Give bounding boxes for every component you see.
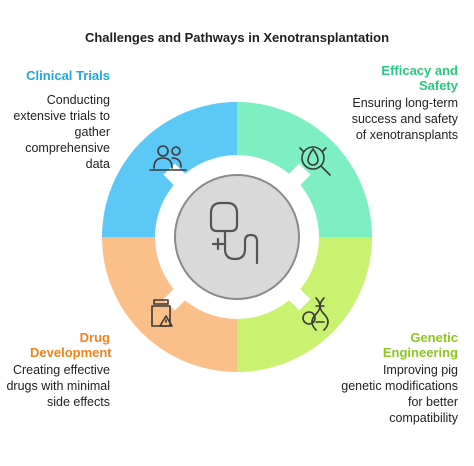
genetic-engineering-heading: Genetic Engineering [382, 330, 458, 360]
droplet-magnifier-icon [299, 146, 331, 176]
clinical-trials-description: Conducting extensive trials to gather co… [13, 93, 110, 171]
genetic-engineering-description: Improving pig genetic modifications for … [341, 363, 458, 425]
dna-lab-icon [302, 297, 329, 331]
center-circle [174, 174, 300, 300]
ring-gap [273, 273, 311, 311]
drug-development-heading: Drug Development [30, 330, 112, 360]
ring-gap [163, 163, 201, 201]
medicine-bottle-icon [151, 299, 173, 327]
clinical-trials-block: Clinical Trials Conducting extensive tri… [0, 68, 110, 172]
organ-tube-icon [209, 201, 259, 265]
genetic-engineering-block: Genetic Engineering Improving pig geneti… [340, 330, 458, 426]
people-network-icon [149, 145, 187, 171]
drug-development-description: Creating effective drugs with minimal si… [6, 363, 110, 409]
efficacy-safety-description: Ensuring long-term success and safety of… [351, 96, 458, 142]
diagram-title: Challenges and Pathways in Xenotransplan… [84, 30, 390, 45]
ring-gap [273, 163, 311, 201]
efficacy-safety-block: Efficacy and Safety Ensuring long-term s… [340, 63, 458, 143]
ring-gap [163, 273, 201, 311]
clinical-trials-heading: Clinical Trials [26, 68, 110, 83]
drug-development-block: Drug Development Creating effective drug… [0, 330, 112, 410]
efficacy-safety-heading: Efficacy and Safety [381, 63, 458, 93]
